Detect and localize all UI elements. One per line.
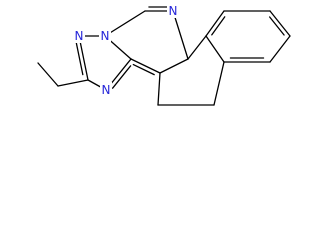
bond-Ca-CH2a: [157, 72, 161, 106]
atom-n-pyrimidine: N: [167, 3, 179, 18]
bond-Cet1-Cet2: [37, 62, 59, 87]
bond-Bc6-Bc1: [205, 10, 225, 37]
molecule-structure: N N N N: [37, 3, 291, 106]
bond-Nt2-C_fuse-double: [111, 65, 132, 89]
bond-C_fuse-Ca-double: [132, 63, 155, 76]
bond-Bc3-Bc4: [269, 35, 291, 63]
bond-Nt1-Ct3: [78, 35, 89, 81]
bond-C_fuse-Ca: [130, 58, 161, 74]
bond-Nt1-Ct3-double: [75, 42, 84, 76]
atom-n-triazole-upper: N: [73, 28, 85, 43]
bonds: [37, 6, 291, 106]
atom-n-triazole-lower: N: [100, 82, 112, 97]
atom-n-ring-fusion: N: [99, 28, 111, 43]
bond-Bc5-Bc6: [205, 35, 225, 63]
bond-Cb-Bc6: [187, 35, 207, 60]
bond-Bc2-Bc3-double: [269, 16, 285, 36]
bond-Bc2-Bc3: [269, 10, 291, 37]
bond-C_amid-Nf: [104, 10, 146, 37]
bond-Cb-Ntop: [172, 10, 189, 60]
atom-label-n-triazole-upper: N: [75, 29, 84, 43]
atom-label-n-ring-fusion: N: [101, 29, 110, 43]
bond-Bc6-Bc1-double: [211, 16, 226, 36]
bond-Ct3-Cet1: [57, 79, 89, 87]
atom-label-n-triazole-lower: N: [102, 83, 111, 97]
bond-Ca-Cb: [159, 58, 189, 74]
atom-label-n-pyrimidine: N: [169, 4, 178, 18]
atoms: N N N N: [73, 3, 179, 97]
bond-CH2b-Bc5: [213, 61, 225, 106]
